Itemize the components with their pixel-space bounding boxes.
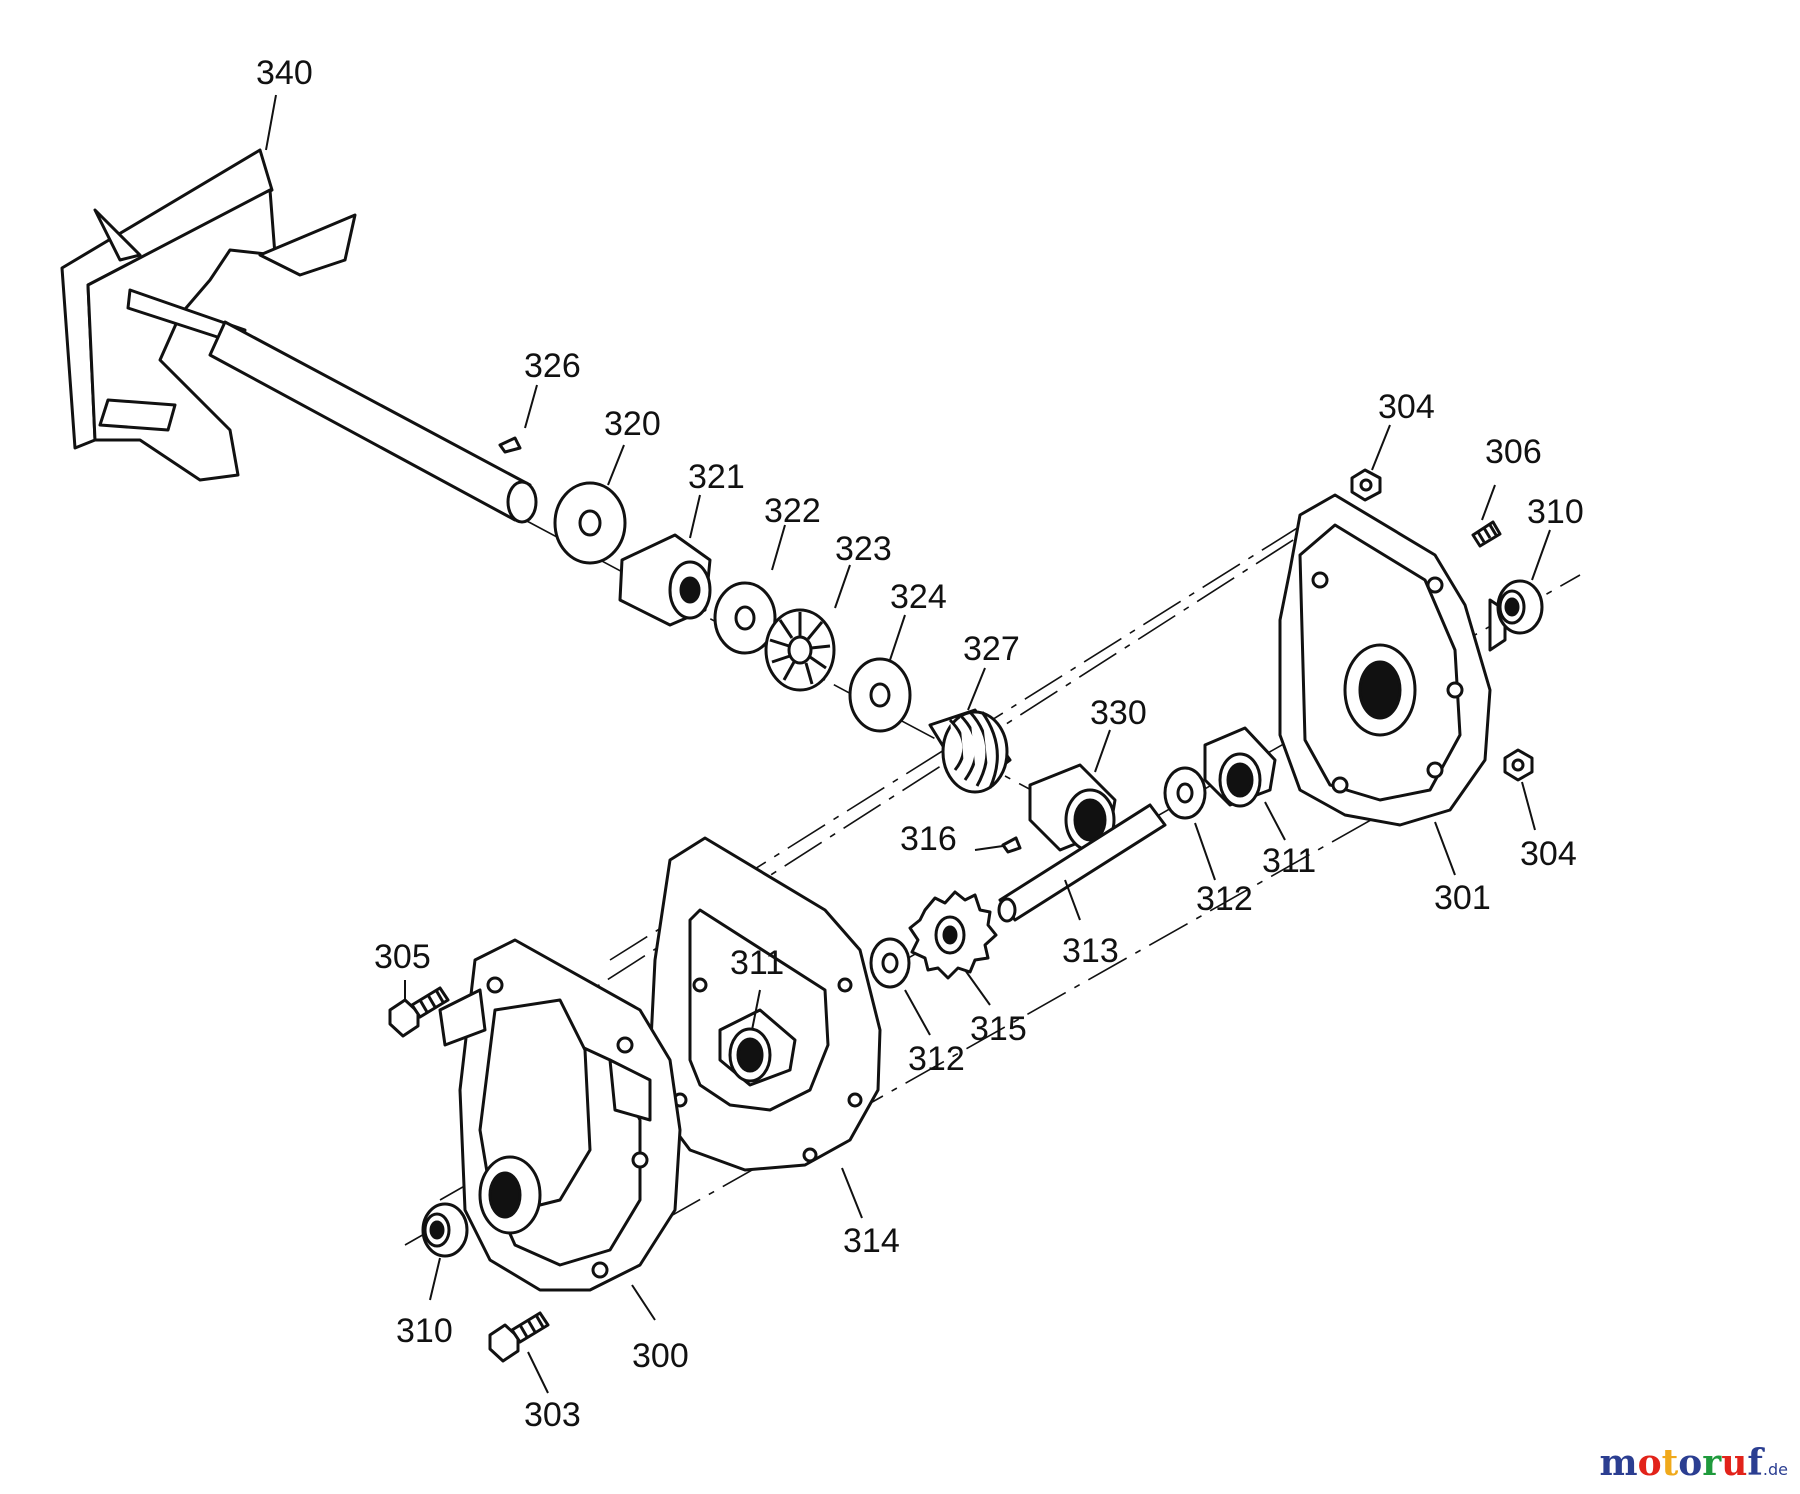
watermark-letter: o (1678, 1442, 1703, 1484)
callout-314: 314 (843, 1222, 900, 1260)
thrust-bearing-323 (764, 608, 836, 692)
callout-324: 324 (890, 578, 947, 616)
bearing-310-left (421, 1202, 469, 1258)
callout-323: 323 (835, 530, 892, 568)
bearing-311-lower (718, 1008, 797, 1087)
washer-312-upper (1163, 766, 1207, 820)
gear-housing-300 (438, 938, 682, 1292)
gasket-314 (648, 836, 882, 1172)
callout-330: 330 (1090, 694, 1147, 732)
gear-housing-301 (1278, 493, 1507, 827)
callout-315: 315 (970, 1010, 1027, 1048)
bearing-housing-321 (618, 533, 712, 627)
worm-gear-327 (928, 708, 1012, 794)
callout-320: 320 (604, 405, 661, 443)
watermark-letter: t (1661, 1442, 1679, 1484)
watermark-letter: m (1599, 1442, 1638, 1484)
watermark-logo: motoruf.de (1599, 1442, 1788, 1484)
callout-326: 326 (524, 347, 581, 385)
callout-312-upper: 312 (1196, 880, 1253, 918)
watermark-letter: f (1747, 1442, 1763, 1484)
watermark-letter: o (1637, 1442, 1662, 1484)
callout-327: 327 (963, 630, 1020, 668)
washer-324 (848, 657, 912, 733)
shaft-313 (997, 803, 1167, 923)
callout-304-top: 304 (1378, 388, 1435, 426)
callout-313: 313 (1062, 932, 1119, 970)
screw-303 (488, 1311, 550, 1363)
callout-310-right: 310 (1527, 493, 1584, 531)
callout-301: 301 (1434, 879, 1491, 917)
watermark-letter: r (1702, 1442, 1722, 1484)
callout-300: 300 (632, 1337, 689, 1375)
callout-303: 303 (524, 1396, 581, 1434)
washer-322 (713, 581, 777, 655)
callout-312-lower: 312 (908, 1040, 965, 1078)
watermark-suffix: .de (1762, 1460, 1788, 1479)
bearing-311-upper (1203, 726, 1277, 808)
washer-312-lower (869, 937, 911, 989)
callout-310-left: 310 (396, 1312, 453, 1350)
washer-320 (553, 481, 627, 565)
callout-321: 321 (688, 458, 745, 496)
callout-311-upper: 311 (1262, 842, 1316, 880)
leader-lines (265, 94, 1551, 1394)
callout-306: 306 (1485, 433, 1542, 471)
callout-340: 340 (256, 54, 313, 92)
gear-315 (908, 890, 998, 980)
nut-304-top (1350, 468, 1382, 502)
screw-306 (1471, 520, 1502, 548)
nut-304-right (1503, 748, 1534, 782)
callout-labels: 340 326 320 321 322 323 324 327 330 304 … (256, 54, 1584, 1434)
bearing-310-right (1496, 579, 1544, 635)
key-316 (1001, 836, 1022, 854)
callout-304-right: 304 (1520, 835, 1577, 873)
watermark-letter: u (1721, 1442, 1748, 1484)
callout-305: 305 (374, 938, 431, 976)
key-326 (498, 436, 522, 454)
callout-316: 316 (900, 820, 957, 858)
callout-322: 322 (764, 492, 821, 530)
impeller-shaft-assembly (60, 148, 538, 524)
callout-311-lower: 311 (730, 944, 784, 982)
